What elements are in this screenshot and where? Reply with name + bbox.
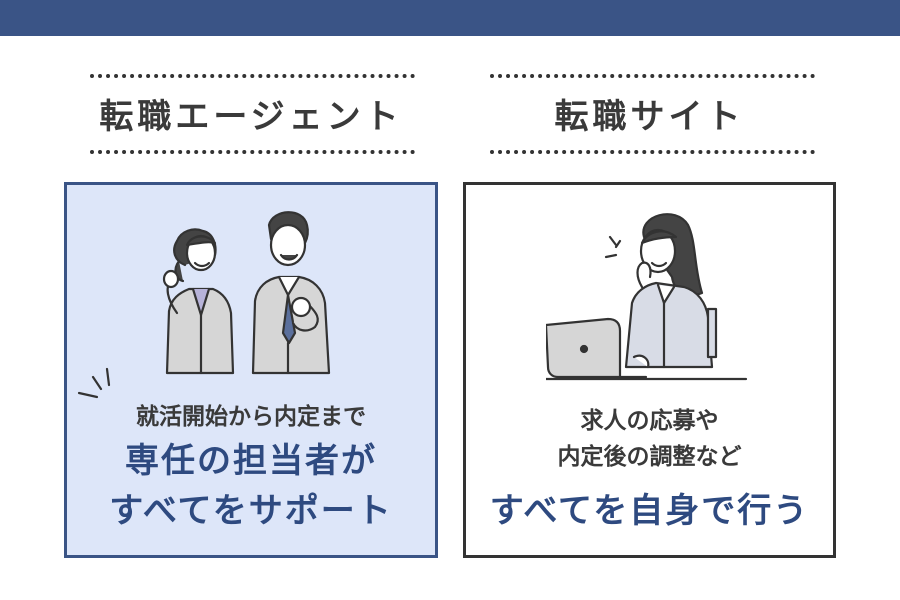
agent-main-line-2: すべてをサポート bbox=[109, 491, 393, 531]
left-heading-bottom-divider bbox=[90, 150, 415, 154]
right-heading-bottom-divider bbox=[490, 150, 815, 154]
right-heading: 転職サイト bbox=[554, 97, 745, 137]
site-line-1: 求人の応募や bbox=[580, 408, 719, 434]
site-line-2: 内定後の調整など bbox=[557, 444, 742, 470]
agent-main-line-1: 専任の担当者が bbox=[125, 441, 377, 481]
site-card: 求人の応募や 内定後の調整など すべてを自身で行う bbox=[463, 182, 836, 558]
woman-on-phone-with-laptop-icon bbox=[546, 213, 748, 381]
top-banner bbox=[0, 0, 900, 36]
two-business-people-cheering-icon bbox=[162, 211, 331, 375]
site-main-line: すべてを自身で行う bbox=[489, 491, 810, 531]
agent-card: 就活開始から内定まで 専任の担当者が すべてをサポート bbox=[64, 182, 438, 558]
agent-intro-text: 就活開始から内定まで bbox=[136, 404, 366, 430]
left-heading-top-divider bbox=[90, 74, 415, 78]
right-heading-top-divider bbox=[490, 74, 815, 78]
emphasis-lines-icon bbox=[77, 367, 111, 399]
left-heading: 転職エージェント bbox=[99, 97, 403, 137]
